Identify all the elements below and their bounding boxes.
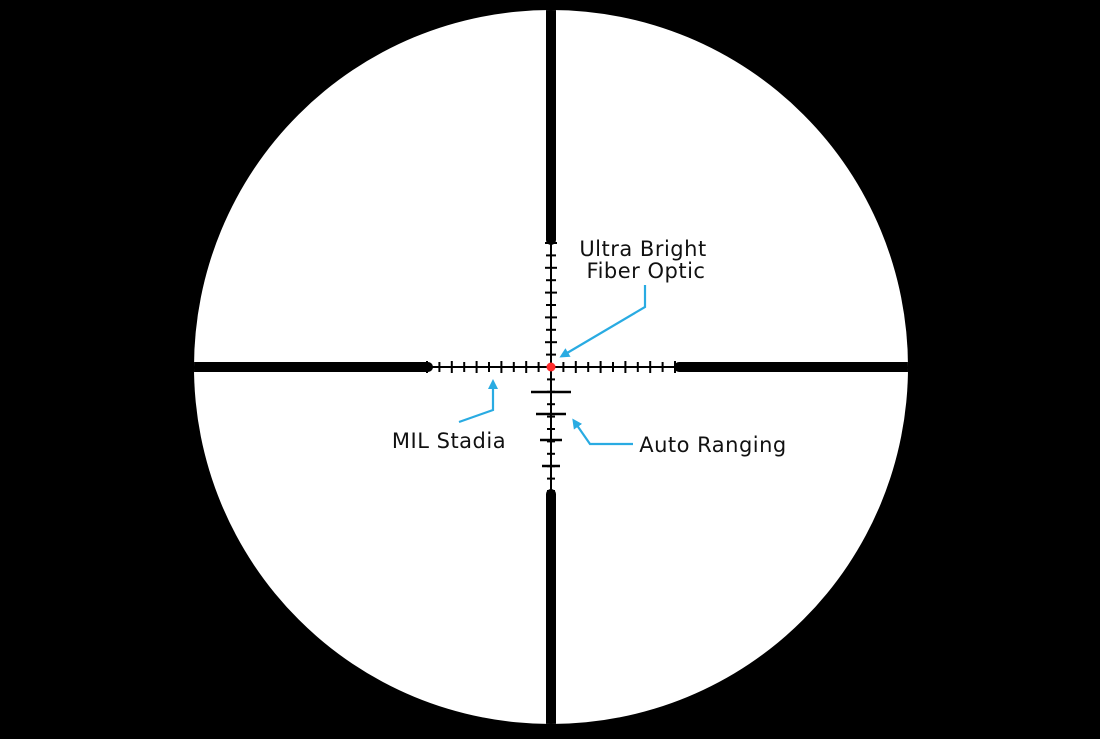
label-auto-ranging: Auto Ranging	[639, 433, 787, 457]
label-mil-stadia: MIL Stadia	[392, 429, 506, 453]
callout-arrow-icon	[458, 379, 498, 424]
label-fiber-optic-line1: Ultra Bright	[579, 237, 706, 261]
crosshair	[194, 10, 908, 724]
callout-arrow-icon	[572, 418, 633, 446]
auto-ranging-bars	[531, 390, 571, 468]
label-fiber-optic-line2: Fiber Optic	[587, 259, 706, 283]
fiber-optic-dot	[546, 362, 556, 372]
callout-arrow-icon	[559, 285, 647, 358]
